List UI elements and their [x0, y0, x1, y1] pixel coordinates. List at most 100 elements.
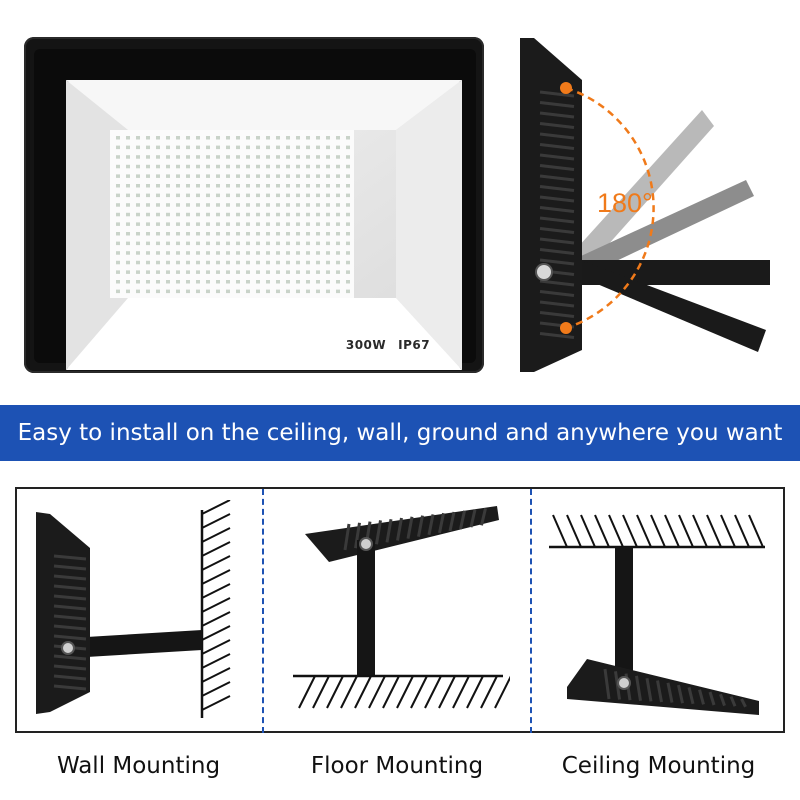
- led-chip: [226, 174, 230, 178]
- led-chip: [276, 164, 280, 169]
- led-chip: [266, 203, 270, 207]
- led-chip: [226, 232, 230, 236]
- led-chip: [346, 280, 350, 284]
- led-chip: [246, 241, 250, 246]
- led-chip: [226, 222, 230, 226]
- led-chip: [256, 260, 260, 265]
- led-chip: [206, 260, 210, 265]
- ip-rating-text: IP67: [398, 338, 431, 352]
- led-chip: [216, 289, 220, 294]
- led-chip: [236, 212, 240, 217]
- led-chip: [336, 203, 340, 207]
- led-chip: [236, 145, 240, 150]
- led-chip: [246, 145, 250, 150]
- led-chip: [226, 164, 230, 169]
- led-chip: [196, 270, 200, 274]
- led-chip: [156, 280, 160, 284]
- floor-bracket: [357, 540, 375, 676]
- led-chip: [306, 174, 310, 178]
- led-chip: [286, 251, 290, 255]
- led-chip: [166, 212, 170, 217]
- led-chip: [266, 184, 270, 188]
- led-chip: [326, 241, 330, 246]
- led-chip: [146, 145, 150, 150]
- led-chip: [226, 203, 230, 207]
- led-chip: [326, 270, 330, 274]
- led-chip: [256, 145, 260, 150]
- led-chip: [266, 212, 270, 217]
- led-chip: [176, 184, 180, 188]
- led-chip: [306, 232, 310, 236]
- led-chip: [136, 260, 140, 265]
- led-chip: [346, 289, 350, 294]
- led-chip: [276, 222, 280, 226]
- led-chip: [246, 184, 250, 188]
- wall-mounting-label: Wall Mounting: [56, 753, 221, 779]
- led-chip: [136, 136, 140, 140]
- led-chip: [186, 251, 190, 255]
- led-chip: [196, 232, 200, 236]
- led-chip: [346, 155, 350, 159]
- led-chip: [306, 145, 310, 150]
- led-chip: [126, 193, 130, 198]
- led-array: [110, 130, 354, 298]
- led-chip: [326, 203, 330, 207]
- led-chip: [116, 174, 120, 178]
- led-chip: [196, 145, 200, 150]
- led-chip: [226, 289, 230, 294]
- led-chip: [346, 260, 350, 265]
- led-chip: [146, 222, 150, 226]
- led-chip: [196, 222, 200, 226]
- led-chip: [116, 280, 120, 284]
- led-chip: [206, 164, 210, 169]
- led-chip: [136, 222, 140, 226]
- led-chip: [306, 241, 310, 246]
- led-chip: [126, 270, 130, 274]
- led-chip: [286, 155, 290, 159]
- floodlight-side-rotation-view: [520, 38, 770, 372]
- led-chip: [156, 155, 160, 159]
- led-chip: [316, 270, 320, 274]
- led-chip: [146, 260, 150, 265]
- led-chip: [346, 164, 350, 169]
- led-chip: [326, 193, 330, 198]
- led-chip: [316, 174, 320, 178]
- led-chip: [326, 212, 330, 217]
- led-chip: [216, 155, 220, 159]
- led-chip: [126, 251, 130, 255]
- led-chip: [326, 174, 330, 178]
- led-chip: [116, 136, 120, 140]
- led-chip: [156, 232, 160, 236]
- wall-bracket: [70, 630, 202, 658]
- led-chip: [326, 280, 330, 284]
- led-chip: [116, 222, 120, 226]
- led-chip: [126, 203, 130, 207]
- led-chip: [346, 232, 350, 236]
- heat-sink-fins: [53, 554, 87, 691]
- led-chip: [196, 164, 200, 169]
- led-chip: [266, 280, 270, 284]
- rotation-arc: [565, 86, 655, 330]
- led-chip: [336, 164, 340, 169]
- led-chip: [276, 145, 280, 150]
- led-chip: [156, 174, 160, 178]
- led-chip: [166, 184, 170, 188]
- led-chip: [176, 203, 180, 207]
- led-chip: [136, 184, 140, 188]
- led-chip: [146, 280, 150, 284]
- led-chip: [156, 251, 160, 255]
- led-chip: [336, 232, 340, 236]
- led-chip: [136, 270, 140, 274]
- led-chip: [176, 251, 180, 255]
- panel-divider: [530, 489, 532, 733]
- led-chip: [276, 241, 280, 246]
- led-chip: [166, 174, 170, 178]
- led-chip: [146, 232, 150, 236]
- led-chip: [166, 251, 170, 255]
- led-chip: [266, 164, 270, 169]
- led-chip: [346, 184, 350, 188]
- led-chip: [236, 136, 240, 140]
- led-chip: [206, 289, 210, 294]
- led-chip: [266, 270, 270, 274]
- led-chip: [306, 260, 310, 265]
